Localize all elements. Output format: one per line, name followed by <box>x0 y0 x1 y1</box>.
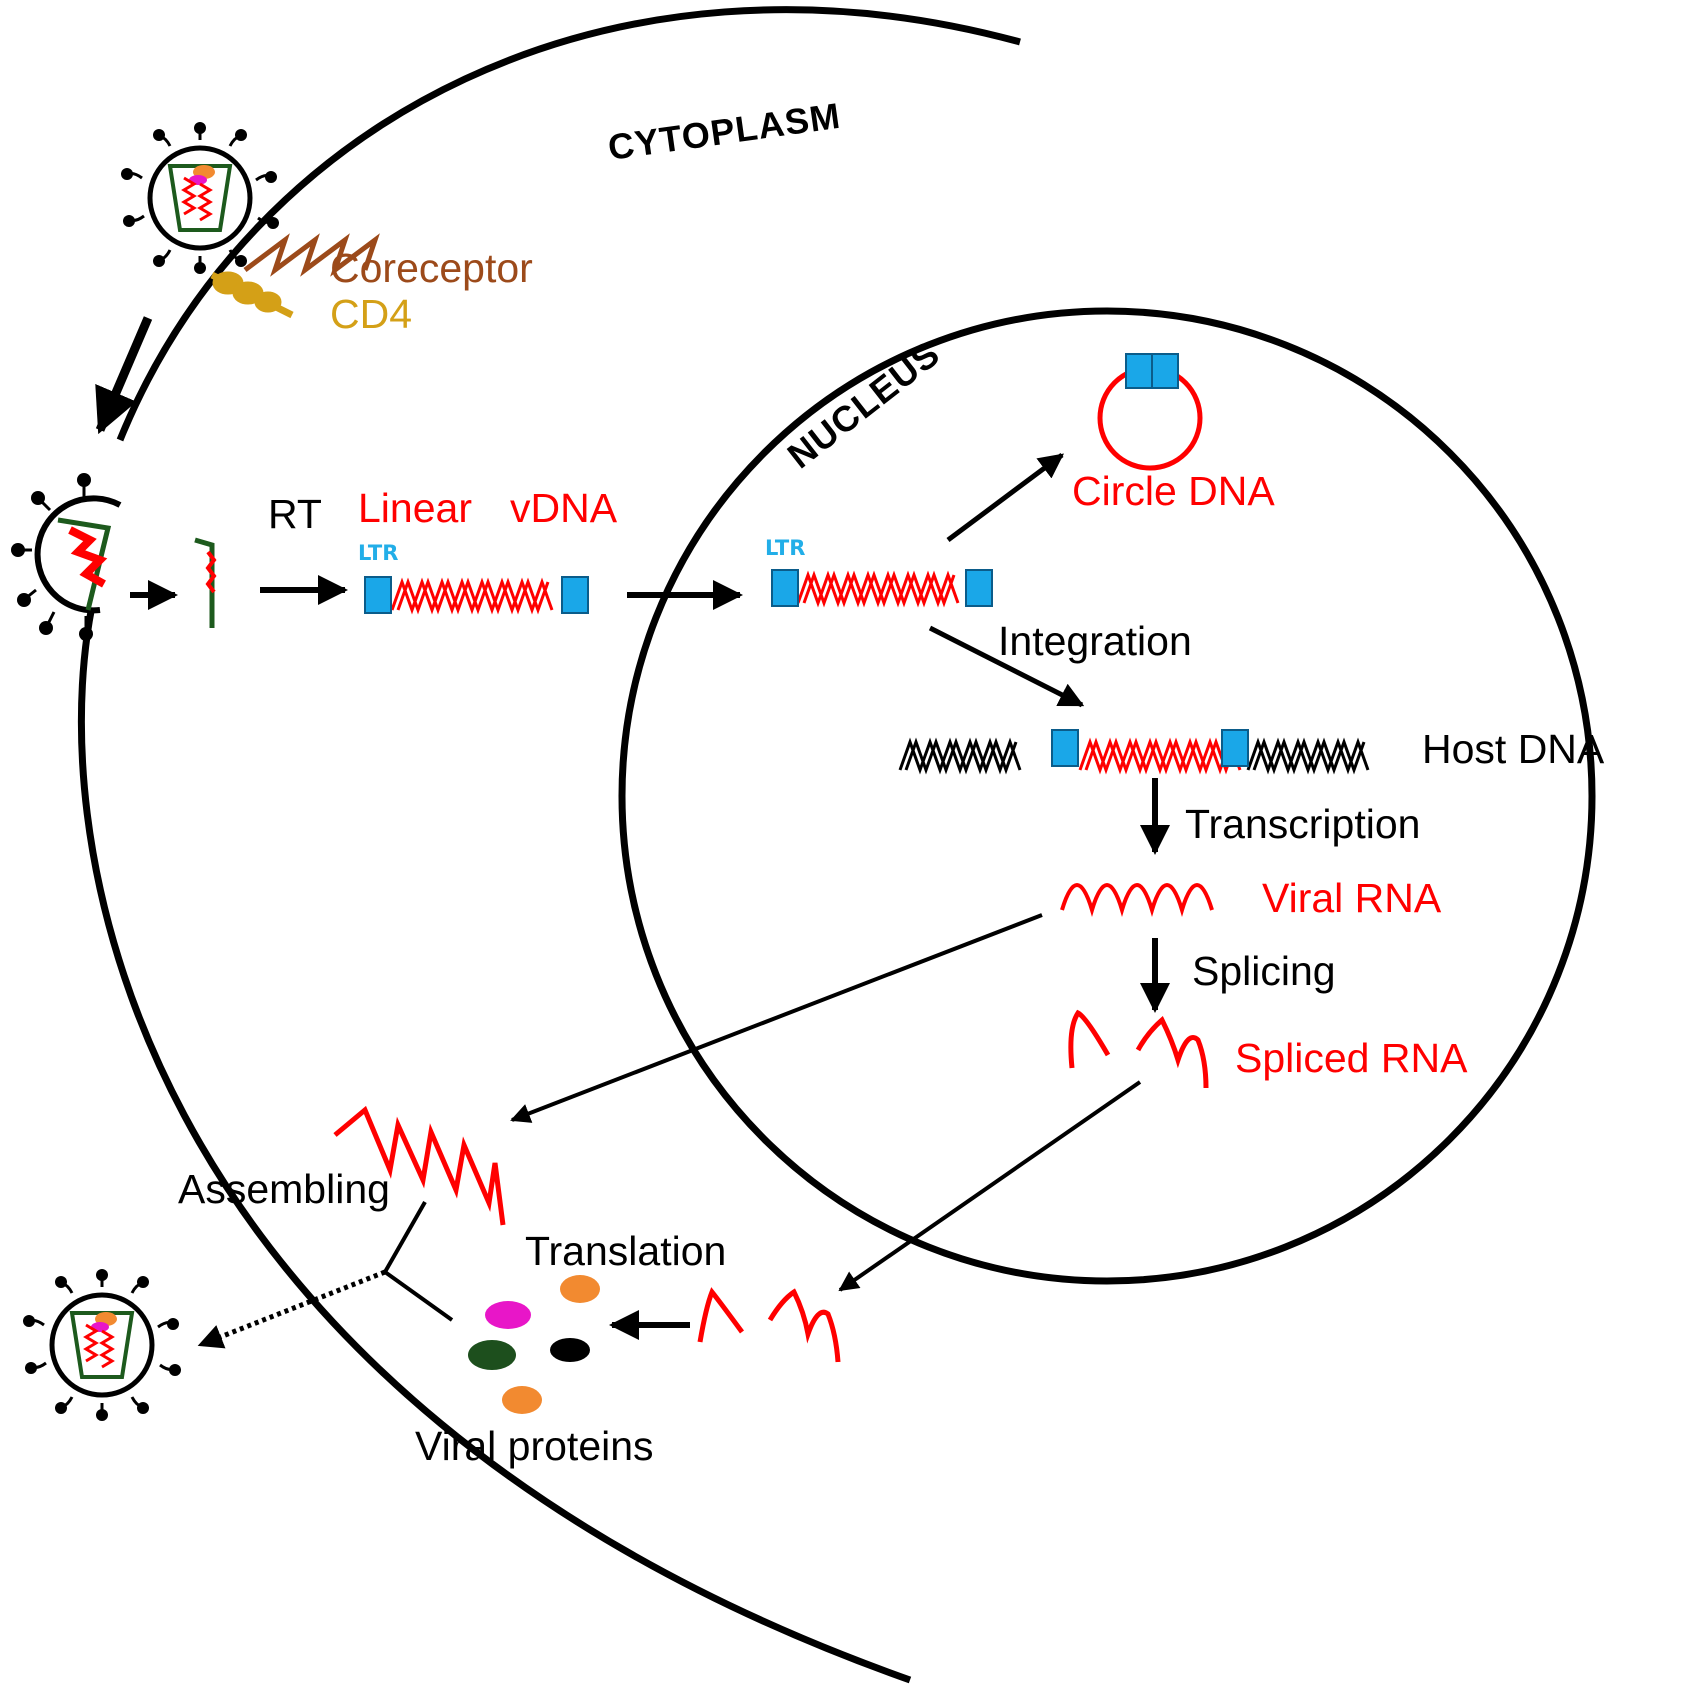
entry-arrow <box>95 316 153 435</box>
nucleus-membrane <box>618 307 1596 1285</box>
linear-label: Linear <box>358 485 472 531</box>
circle-dna-label: Circle DNA <box>1072 468 1275 514</box>
nuclear-vdna <box>771 569 993 607</box>
integration-label: Integration <box>998 618 1192 664</box>
nucleus-label: NUCLEUS <box>780 333 948 477</box>
spliced-rna-label: Spliced RNA <box>1235 1035 1468 1081</box>
circularization-arrow <box>946 452 1065 543</box>
viral-rna-label: Viral RNA <box>1262 875 1442 921</box>
spliced-rna-strand <box>1068 1009 1209 1089</box>
translation-label: Translation <box>525 1228 726 1274</box>
protein-orange-bottom <box>502 1386 542 1414</box>
viral-proteins <box>468 1275 600 1414</box>
viral-proteins-label: Viral proteins <box>415 1423 654 1469</box>
cell-membrane <box>77 6 1021 1684</box>
ltr-box-left <box>364 576 392 614</box>
protein-black <box>550 1338 590 1362</box>
virion-fusing <box>11 473 122 641</box>
protein-magenta <box>485 1301 531 1329</box>
protein-darkgreen <box>468 1340 516 1370</box>
assembling-label: Assembling <box>178 1166 390 1212</box>
host-dna <box>898 729 1370 772</box>
virion-binding <box>121 122 279 274</box>
viral-rna-export-arrow <box>510 913 1043 1123</box>
exported-spliced-rna <box>697 1287 841 1363</box>
spliced-rna-export-arrow <box>838 1080 1142 1292</box>
cd4-receptor <box>210 271 294 319</box>
rt-label: RT <box>268 491 322 537</box>
ltr-label-nucleus: LTR <box>765 536 805 560</box>
exported-viral-rna <box>333 1105 506 1226</box>
circle-dna <box>1097 353 1203 471</box>
coreceptor-icon <box>243 233 380 277</box>
cytoplasm-label: CYTOPLASM <box>605 95 843 168</box>
ltr-label-cytoplasm: LTR <box>358 541 398 565</box>
host-dna-label: Host DNA <box>1422 726 1605 772</box>
viral-rna-strand <box>1060 883 1214 917</box>
capsid-core <box>194 537 217 628</box>
budding-arrow <box>197 1269 386 1349</box>
coreceptor-label: Coreceptor <box>330 245 533 291</box>
ltr-box-right <box>561 576 589 614</box>
protein-orange-top <box>560 1275 600 1303</box>
transcription-label: Transcription <box>1185 801 1420 847</box>
virion-budding <box>23 1269 181 1421</box>
nuclear-pore <box>1644 982 1654 990</box>
integration-arrow <box>928 625 1085 708</box>
cd4-label: CD4 <box>330 291 412 337</box>
assembly-join <box>383 1201 454 1322</box>
vdna-label: vDNA <box>510 485 618 531</box>
splicing-label: Splicing <box>1192 948 1336 994</box>
linear-vdna <box>364 576 589 614</box>
